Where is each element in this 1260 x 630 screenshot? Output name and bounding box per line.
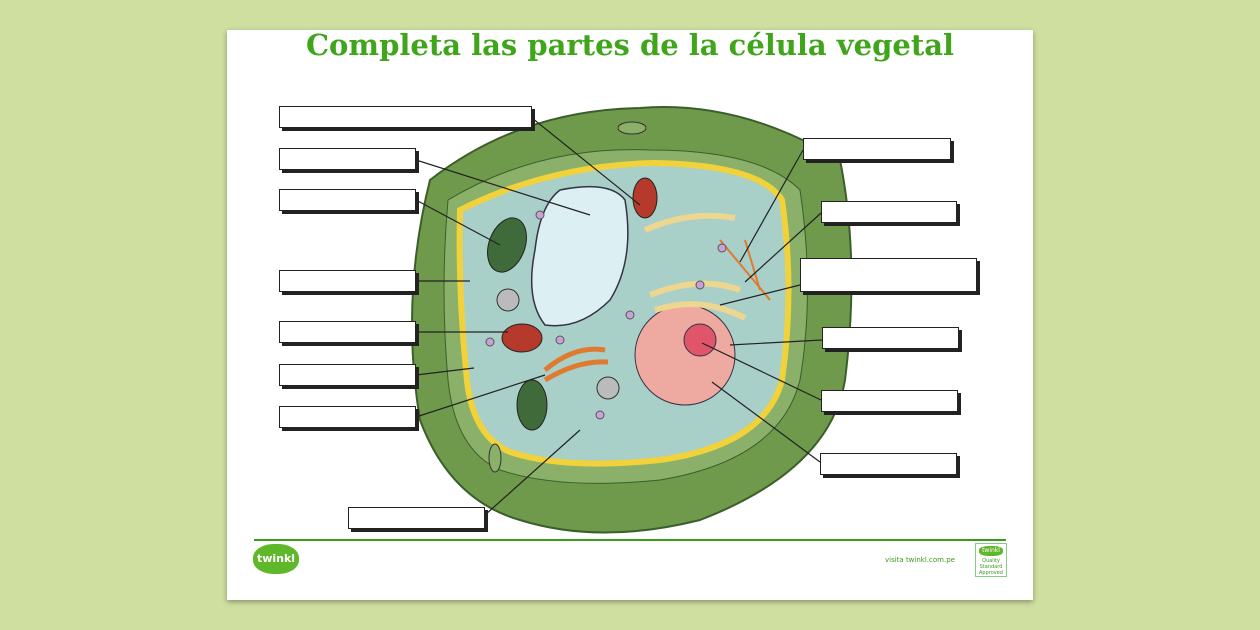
page-title: Completa las partes de la célula vegetal bbox=[305, 28, 955, 62]
twinkl-logo: twinkl bbox=[253, 544, 299, 574]
label-box-8[interactable] bbox=[348, 507, 485, 529]
nucleolus bbox=[683, 323, 717, 357]
badge-text: Quality Standard Approved bbox=[979, 558, 1003, 576]
label-box-4[interactable] bbox=[279, 270, 416, 292]
vesicle bbox=[496, 288, 520, 312]
leader-lines bbox=[415, 117, 823, 516]
plasmodesmata bbox=[488, 443, 502, 473]
label-box-11[interactable] bbox=[800, 258, 977, 292]
mitochondrion bbox=[632, 177, 658, 219]
label-box-12[interactable] bbox=[822, 327, 959, 349]
site-link[interactable]: visita twinkl.com.pe bbox=[885, 556, 955, 564]
label-box-3[interactable] bbox=[279, 189, 416, 211]
mitochondrion bbox=[501, 323, 543, 353]
ribosomes bbox=[485, 210, 727, 420]
vacuole bbox=[530, 185, 629, 327]
footer-divider bbox=[254, 539, 1006, 541]
label-box-14[interactable] bbox=[820, 453, 957, 475]
chloroplast bbox=[516, 379, 548, 431]
label-box-10[interactable] bbox=[821, 201, 957, 223]
label-box-13[interactable] bbox=[821, 390, 958, 412]
plasmodesmata bbox=[617, 121, 647, 135]
label-box-6[interactable] bbox=[279, 364, 416, 386]
label-box-7[interactable] bbox=[279, 406, 416, 428]
vesicle bbox=[596, 376, 620, 400]
label-box-2[interactable] bbox=[279, 148, 416, 170]
badge-logo: twinkl bbox=[979, 546, 1003, 556]
chloroplast bbox=[487, 217, 527, 273]
nucleus bbox=[634, 304, 736, 406]
label-box-9[interactable] bbox=[803, 138, 951, 160]
label-box-1[interactable] bbox=[279, 106, 532, 128]
golgi-apparatus bbox=[543, 346, 609, 383]
label-box-5[interactable] bbox=[279, 321, 416, 343]
